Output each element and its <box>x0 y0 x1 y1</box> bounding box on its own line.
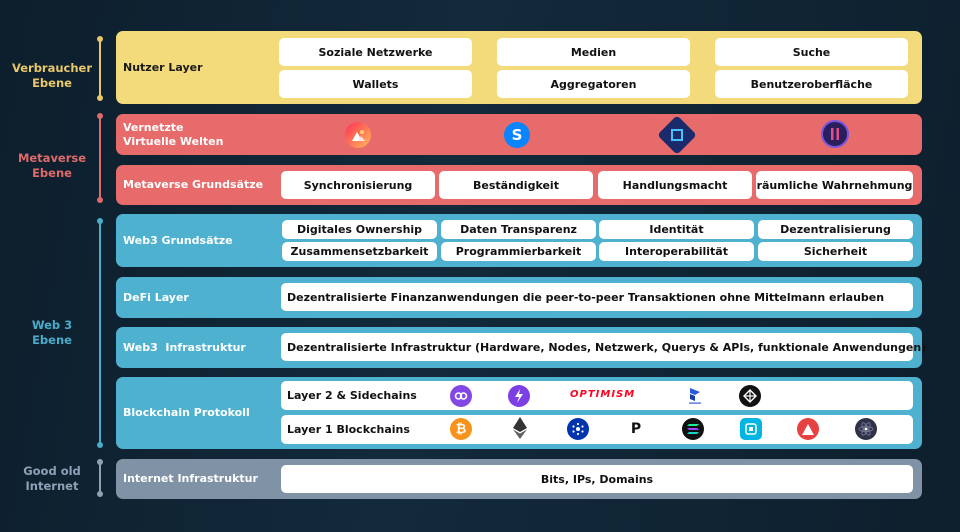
polkadot-icon: P <box>625 418 647 440</box>
user-item-media: Medien <box>497 38 690 66</box>
user-item-search: Suche <box>715 38 908 66</box>
layer2-label: Layer 2 & Sidechains <box>287 389 417 402</box>
layer1-label: Layer 1 Blockchains <box>287 423 410 436</box>
web3-infra-description: Dezentralisierte Infrastruktur (Hardware… <box>281 333 926 361</box>
lightning-icon <box>508 385 530 407</box>
cryptovoxels-icon <box>657 115 697 155</box>
user-layer-row: Nutzer Layer Soziale Netzwerke Medien Su… <box>116 31 922 104</box>
w3p-interoperability: Interoperabilität <box>599 242 754 261</box>
decentraland-icon <box>345 122 371 148</box>
w3p-decentralization: Dezentralisierung <box>758 220 913 239</box>
principle-agency: Handlungsmacht <box>598 171 752 199</box>
blockchain-title: Blockchain Protokoll <box>123 406 250 419</box>
principle-spatial: räumliche Wahrnehmung <box>756 171 913 199</box>
solana-icon <box>682 418 704 440</box>
defi-title: DeFi Layer <box>123 290 189 304</box>
consumer-bracket <box>97 36 103 101</box>
defi-row: DeFi Layer Dezentralisierte Finanzanwend… <box>116 277 922 318</box>
principle-persistence: Beständigkeit <box>439 171 593 199</box>
web3-infra-row: Web3 Infrastruktur Dezentralisierte Infr… <box>116 327 926 368</box>
consumer-level-label: Verbraucher Ebene <box>11 61 93 90</box>
user-item-social: Soziale Netzwerke <box>279 38 472 66</box>
metaverse-principles-row: Metaverse Grundsätze Synchronisierung Be… <box>116 165 922 205</box>
w3p-transparency: Daten Transparenz <box>441 220 596 239</box>
web3-level-label: Web 3 Ebene <box>31 318 73 347</box>
cardano-icon <box>567 418 589 440</box>
cosmos-icon <box>855 418 877 440</box>
illuvium-icon <box>821 120 849 148</box>
ethereum-icon <box>509 417 531 439</box>
goodold-level-label: Good old Internet <box>23 464 81 493</box>
paraswap-icon <box>684 385 706 407</box>
defi-description: Dezentralisierte Finanzanwendungen die p… <box>281 283 913 311</box>
metaverse-principles-title: Metaverse Grundsätze <box>123 178 264 191</box>
w3p-security: Sicherheit <box>758 242 913 261</box>
internet-row: Internet Infrastruktur Bits, IPs, Domain… <box>116 459 922 499</box>
principle-sync: Synchronisierung <box>281 171 435 199</box>
w3p-composability: Zusammensetzbarkeit <box>282 242 437 261</box>
user-item-wallets: Wallets <box>279 70 472 98</box>
user-layer-title: Nutzer Layer <box>123 60 203 74</box>
blockchain-row: Blockchain Protokoll Layer 2 & Sidechain… <box>116 377 922 449</box>
metaverse-bracket <box>97 113 103 203</box>
bitcoin-icon: ₿ <box>450 418 472 440</box>
goodold-bracket <box>97 459 103 497</box>
internet-title: Internet Infrastruktur <box>123 472 258 485</box>
avalanche-icon <box>797 418 819 440</box>
web3-infra-title: Web3 Infrastruktur <box>123 340 246 354</box>
virtual-worlds-title: Vernetzte Virtuelle Welten <box>123 120 224 148</box>
web3-principles-row: Web3 Grundsätze Digitales Ownership Date… <box>116 214 922 267</box>
w3p-ownership: Digitales Ownership <box>282 220 437 239</box>
metaverse-level-label: Metaverse Ebene <box>17 151 87 180</box>
internet-description: Bits, IPs, Domains <box>281 465 913 493</box>
sandbox-icon: S <box>504 122 530 148</box>
w3p-programmability: Programmierbarkeit <box>441 242 596 261</box>
virtual-worlds-row: Vernetzte Virtuelle Welten S <box>116 114 922 155</box>
flow-icon <box>740 418 762 440</box>
loopring-icon <box>739 385 761 407</box>
web3-bracket <box>97 218 103 448</box>
w3p-identity: Identität <box>599 220 754 239</box>
user-item-ui: Benutzeroberfläche <box>715 70 908 98</box>
polygon-icon <box>450 385 472 407</box>
optimism-logo: OPTIMISM <box>570 389 636 400</box>
layer2-bar: Layer 2 & Sidechains <box>281 381 913 410</box>
user-item-aggregators: Aggregatoren <box>497 70 690 98</box>
web3-principles-title: Web3 Grundsätze <box>123 233 233 247</box>
